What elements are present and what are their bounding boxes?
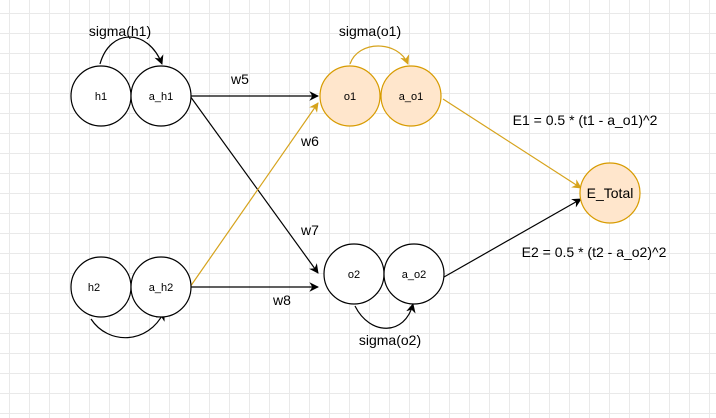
edge-w6 [189,102,319,288]
activation-label-o1: sigma(o1) [339,23,401,39]
node-a-h2[interactable]: a_h2 [130,256,192,318]
activation-label-h1: sigma(h1) [89,23,151,39]
node-o2-label: o2 [348,269,360,281]
node-h1-label: h1 [95,91,107,103]
error-formula-e1: E1 = 0.5 * (t1 - a_o1)^2 [513,112,658,128]
node-h2-label: h2 [88,282,100,294]
weight-label-w6: w6 [300,133,319,149]
weight-label-w8: w8 [272,292,291,308]
error-formula-e2: E2 = 0.5 * (t2 - a_o2)^2 [522,244,667,260]
weight-label-w7: w7 [300,222,319,238]
edge-w7 [189,95,319,274]
activation-arrow-h2 [90,311,165,339]
node-a-o1[interactable]: a_o1 [380,65,442,127]
node-a-o2[interactable]: a_o2 [383,243,445,305]
node-a-o2-label: a_o2 [402,269,426,281]
node-a-o1-label: a_o1 [399,91,423,103]
node-h2[interactable]: h2 [70,256,132,318]
node-a-h1-label: a_h1 [149,91,173,103]
edge-a-o2-to-e-total [443,198,582,278]
activation-label-o2: sigma(o2) [359,332,421,348]
activation-arrow-o2 [354,303,416,329]
weight-label-w5: w5 [230,71,249,87]
node-o1-label: o1 [344,91,356,103]
node-e-total[interactable]: E_Total [579,162,641,224]
activation-arrow-h1 [99,36,164,65]
activation-arrow-o1 [349,45,410,65]
node-h1[interactable]: h1 [70,65,132,127]
node-o1[interactable]: o1 [319,65,381,127]
node-a-h1[interactable]: a_h1 [130,65,192,127]
node-a-h2-label: a_h2 [149,282,173,294]
edge-a-o1-to-e-total [442,98,582,189]
node-o2[interactable]: o2 [323,243,385,305]
node-e-total-label: E_Total [587,185,634,201]
